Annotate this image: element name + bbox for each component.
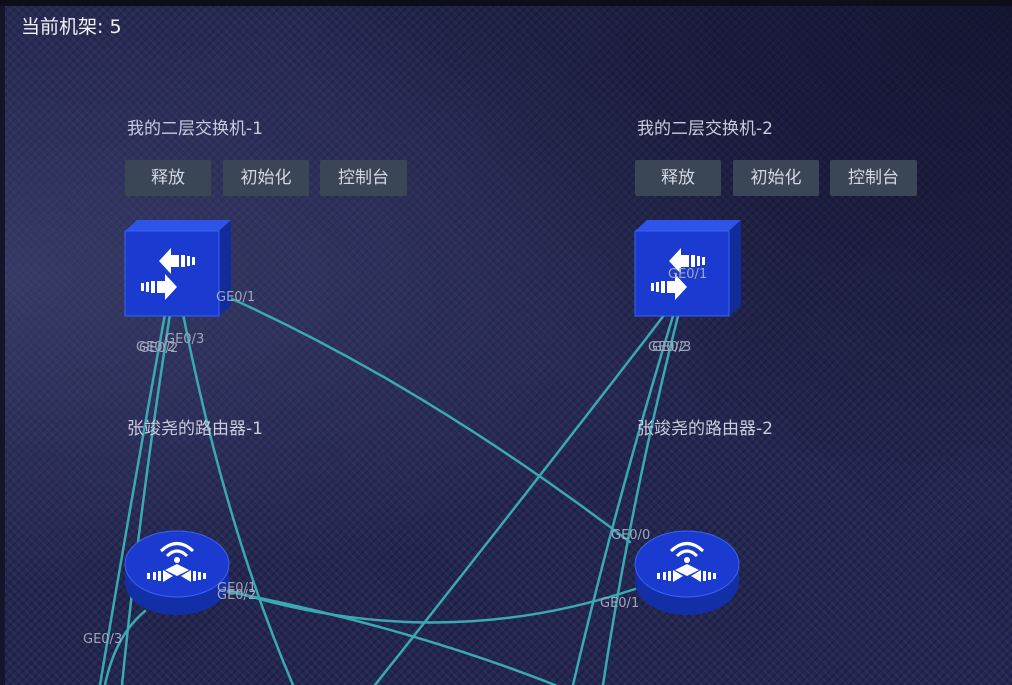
port-label: GE0/1: [216, 290, 256, 305]
link-sw1-ge02-down-a: [98, 312, 167, 685]
link-sw1-ge02-down-b: [120, 312, 172, 685]
link-r1-ge02-down: [223, 589, 557, 685]
link-r1-ge03-left: [103, 609, 147, 685]
port-label: GE0/1: [217, 581, 257, 596]
port-label: GE0/1: [600, 596, 640, 611]
top-bar: [0, 0, 1012, 6]
topology-canvas[interactable]: 当前机架: 5 我的二层交换机-1 释放 初始化 控制台 我的二层交换机-2 释…: [5, 6, 1012, 685]
link-r1-ge01-r2-ge01: [223, 587, 637, 624]
port-label: GE0/2: [217, 588, 257, 603]
device-name-switch-1: 我的二层交换机-1: [127, 119, 263, 139]
router-icon[interactable]: [633, 524, 743, 620]
layer2-switch-icon[interactable]: [123, 218, 233, 318]
link-sw2-ge02-down-b: [601, 314, 680, 685]
link-sw1-ge01-r2-ge00: [228, 296, 632, 544]
device-name-router-2: 张竣尧的路由器-2: [637, 419, 773, 439]
port-label: GE0/2: [136, 340, 176, 355]
initialize-button-switch-2[interactable]: 初始化: [733, 160, 819, 196]
link-layer: [98, 296, 680, 685]
current-rack-label: 当前机架: 5: [21, 16, 122, 38]
device-name-switch-2: 我的二层交换机-2: [637, 119, 773, 139]
link-sw2-ge03-down-a: [571, 314, 675, 685]
port-label: GE0/0: [611, 528, 651, 543]
console-button-switch-2[interactable]: 控制台: [830, 160, 917, 196]
port-label: GE0/1: [668, 267, 708, 282]
router-icon[interactable]: [123, 524, 233, 620]
device-name-router-1: 张竣尧的路由器-1: [127, 419, 263, 439]
port-label: GE0/3: [83, 632, 123, 647]
port-label: GE0/3: [165, 332, 205, 347]
link-sw1-ge03-down: [181, 312, 295, 685]
port-label: GE0/3: [652, 340, 692, 355]
initialize-button-switch-1[interactable]: 初始化: [223, 160, 309, 196]
console-button-switch-1[interactable]: 控制台: [320, 160, 407, 196]
release-button-switch-1[interactable]: 释放: [125, 160, 211, 196]
link-sw2-ge01-down-left: [373, 312, 667, 685]
port-label: GE0/2: [139, 341, 179, 356]
layer2-switch-icon[interactable]: [633, 218, 743, 318]
release-button-switch-2[interactable]: 释放: [635, 160, 721, 196]
port-label: GE0/2: [648, 340, 688, 355]
